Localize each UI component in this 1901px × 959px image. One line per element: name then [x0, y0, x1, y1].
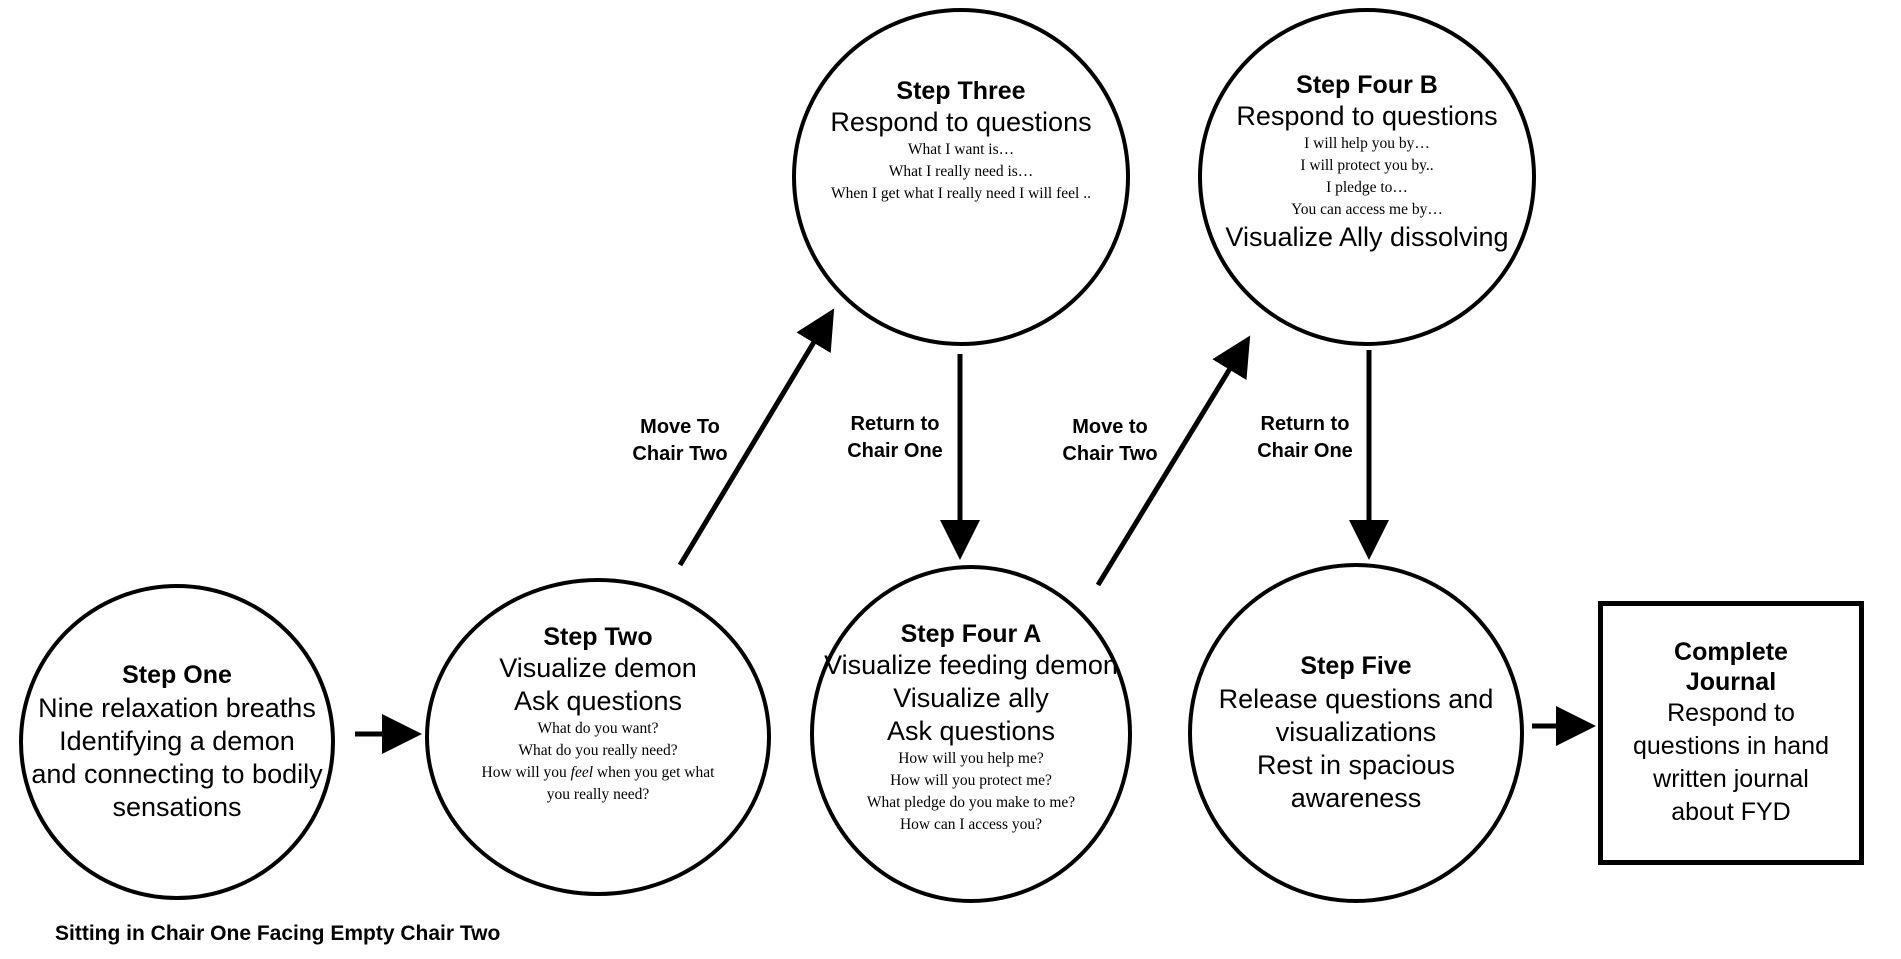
- step-two-question-emphasis: feel: [570, 764, 594, 781]
- step-five-line: awareness: [1290, 783, 1422, 813]
- edge-label-return-to-chair-one: Return to Chair One: [1225, 411, 1385, 465]
- edge-label-line: Return to: [850, 413, 940, 435]
- step-three-node: Step Three Respond to questions What I w…: [792, 8, 1130, 346]
- step-four-a-line: Ask questions: [886, 716, 1056, 746]
- edge-label-line: Chair Two: [1062, 443, 1158, 465]
- step-one-title: Step One: [122, 661, 232, 689]
- step-two-question: How will you feel when you get what: [482, 762, 715, 784]
- edge-label-line: Return to: [1260, 413, 1350, 435]
- step-five-line: visualizations: [1275, 717, 1437, 747]
- arrow-step-two-to-step-three: [677, 308, 835, 567]
- step-five-line: Rest in spacious: [1256, 750, 1456, 780]
- step-one-line: Nine relaxation breaths: [38, 693, 316, 723]
- step-four-b-closing: Visualize Ally dissolving: [1225, 222, 1509, 252]
- step-two-question: you really need?: [546, 786, 650, 803]
- step-two-question-part: How will you: [481, 764, 567, 781]
- step-five-line: Release questions and: [1218, 684, 1494, 714]
- step-two-line: Visualize demon: [499, 653, 697, 683]
- complete-journal-node: Complete Journal Respond to questions in…: [1598, 601, 1864, 865]
- journal-title: Journal: [1685, 668, 1777, 696]
- step-two-line: Ask questions: [513, 686, 683, 716]
- journal-title: Complete: [1674, 638, 1788, 666]
- step-four-b-response: I pledge to…: [1326, 179, 1408, 196]
- edge-label-move-to-chair-two: Move To Chair Two: [600, 414, 760, 468]
- diagram-caption: Sitting in Chair One Facing Empty Chair …: [55, 922, 501, 945]
- step-one-line: and connecting to bodily: [31, 759, 323, 789]
- step-four-b-response: I will help you by…: [1304, 135, 1430, 152]
- step-four-a-question: What pledge do you make to me?: [866, 794, 1076, 811]
- edge-label-line: Move to: [1072, 416, 1148, 438]
- journal-line: Respond to: [1667, 699, 1795, 727]
- step-four-a-title: Step Four A: [900, 620, 1042, 648]
- edge-label-return-to-chair-one: Return to Chair One: [815, 411, 975, 465]
- step-two-question: What do you want?: [537, 720, 659, 737]
- journal-line: written journal: [1653, 765, 1809, 793]
- edge-label-line: Chair One: [847, 440, 943, 462]
- step-four-a-line: Visualize ally: [893, 683, 1049, 713]
- step-two-question: What do you really need?: [518, 742, 678, 759]
- journal-line: questions in hand: [1633, 732, 1829, 760]
- step-three-title: Step Three: [896, 77, 1026, 105]
- step-four-a-line: Visualize feeding demon: [824, 650, 1118, 680]
- step-five-title: Step Five: [1300, 652, 1412, 680]
- step-two-node: Step Two Visualize demon Ask questions W…: [425, 578, 771, 896]
- step-three-response: What I really need is…: [888, 163, 1034, 180]
- step-four-b-title: Step Four B: [1296, 71, 1438, 99]
- step-three-response: What I want is…: [907, 141, 1015, 158]
- step-two-title: Step Two: [543, 623, 653, 651]
- edge-label-move-to-chair-two: Move to Chair Two: [1030, 414, 1190, 468]
- edge-label-line: Move To: [640, 416, 720, 438]
- step-one-line: Identifying a demon: [59, 726, 295, 756]
- step-four-b-response: I will protect you by..: [1300, 157, 1434, 174]
- step-two-question-part: when you get what: [596, 764, 715, 781]
- step-four-b-node: Step Four B Respond to questions I will …: [1198, 8, 1536, 346]
- step-four-a-question: How will you help me?: [898, 750, 1044, 767]
- arrow-step-four-a-to-step-four-b: [1095, 335, 1251, 587]
- step-four-a-question: How will you protect me?: [890, 772, 1052, 789]
- step-four-a-question: How can I access you?: [899, 816, 1043, 833]
- step-one-node: Step One Nine relaxation breaths Identif…: [19, 584, 335, 900]
- step-three-response: When I get what I really need I will fee…: [831, 185, 1091, 202]
- step-five-node: Step Five Release questions and visualiz…: [1188, 563, 1524, 903]
- edge-label-line: Chair One: [1257, 440, 1353, 462]
- step-four-b-line: Respond to questions: [1236, 101, 1498, 131]
- journal-line: about FYD: [1671, 798, 1791, 826]
- step-four-a-node: Step Four A Visualize feeding demon Visu…: [810, 565, 1132, 903]
- edge-label-line: Chair Two: [632, 443, 728, 465]
- step-three-line: Respond to questions: [830, 107, 1092, 137]
- step-four-b-response: You can access me by…: [1291, 201, 1443, 218]
- step-one-line: sensations: [112, 792, 242, 822]
